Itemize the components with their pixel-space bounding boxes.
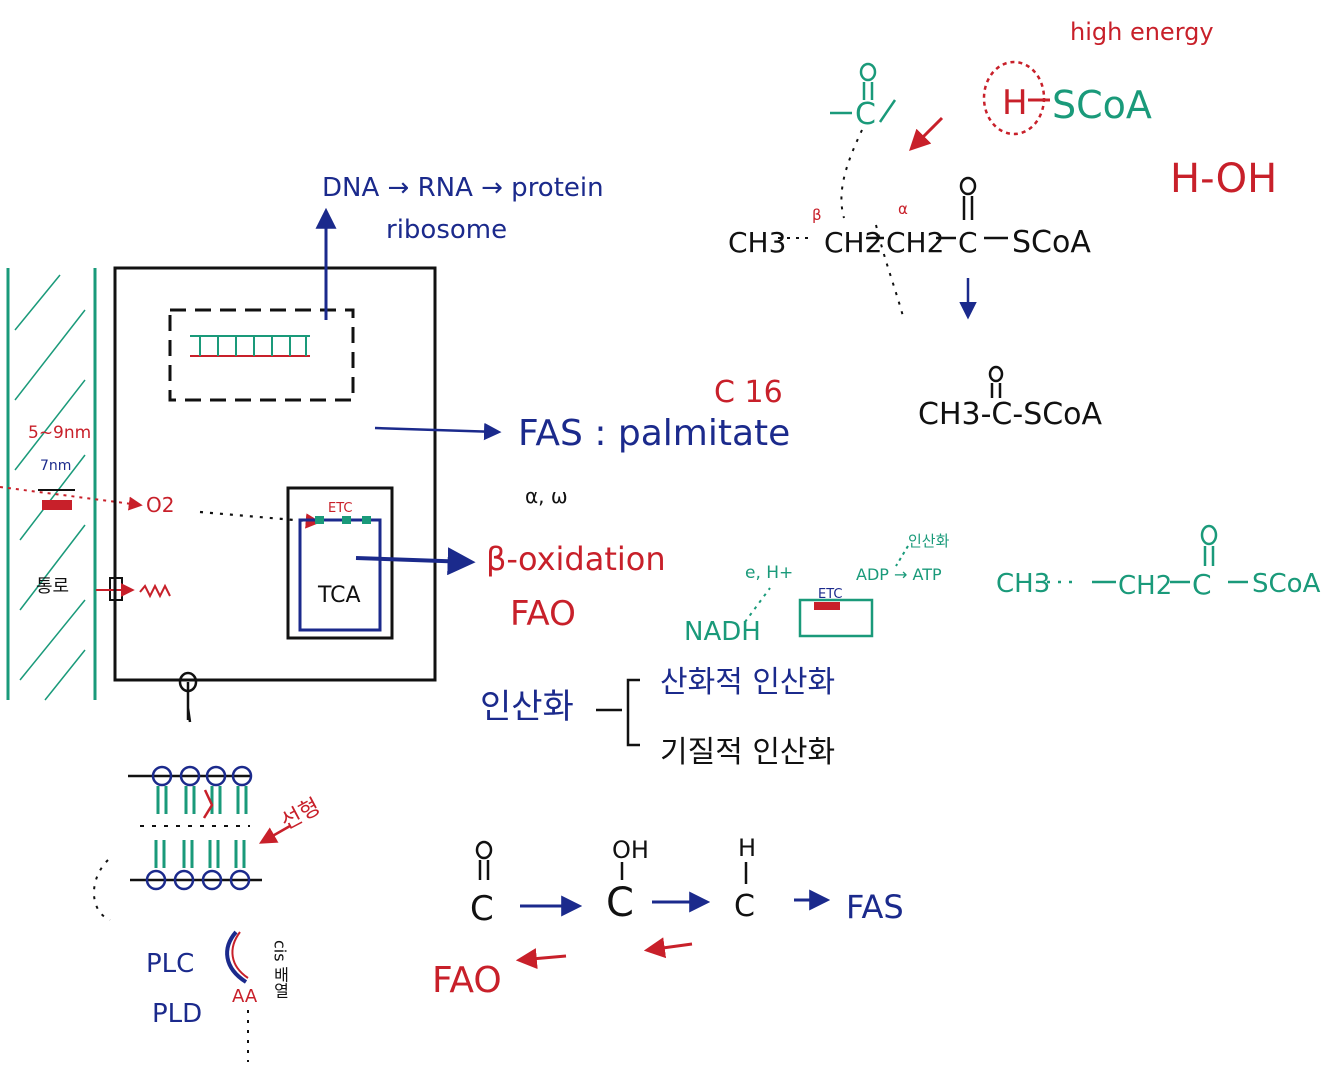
cycle-c1: C bbox=[470, 889, 494, 929]
chain-beta: β bbox=[812, 206, 822, 224]
chain-cleave-dotted bbox=[875, 224, 905, 321]
membrane-dim-1: 5~9nm bbox=[28, 423, 91, 443]
chain-ch3: CH3 bbox=[728, 226, 786, 259]
zigzag bbox=[139, 583, 171, 599]
phos-bracket bbox=[596, 678, 640, 747]
plc-curve-red bbox=[231, 931, 249, 979]
cycle-fao: FAO bbox=[432, 960, 502, 1001]
adp-atp: ADP → ATP bbox=[856, 565, 942, 584]
mito-outer bbox=[286, 486, 394, 640]
cycle-c3: C bbox=[734, 889, 755, 924]
beta-ox-arrow bbox=[355, 547, 476, 576]
acetyl-coa: CH3-C-SCoA bbox=[918, 397, 1103, 432]
chain-ch2-alpha: CH2 bbox=[886, 226, 944, 259]
etc-protein-3 bbox=[362, 516, 371, 524]
chain-c: C bbox=[958, 226, 978, 259]
green-ch2: CH2 bbox=[1118, 571, 1172, 601]
green-o-ring bbox=[1200, 524, 1218, 546]
etc-phos: 인산화 bbox=[908, 532, 950, 550]
cycle-c3-top: H bbox=[738, 834, 756, 862]
frag-red-arrow bbox=[909, 116, 944, 151]
cycle-back-arrow-2 bbox=[515, 948, 567, 970]
plc-label: PLC bbox=[146, 949, 194, 979]
fas-carbon: C 16 bbox=[714, 375, 783, 410]
electrons-label: e, H+ bbox=[745, 563, 793, 583]
h-atom: H bbox=[1002, 83, 1028, 123]
h-oh: H-OH bbox=[1170, 156, 1277, 202]
bilayer bbox=[128, 765, 262, 891]
fas-palmitate: FAS : palmitate bbox=[518, 413, 790, 454]
nadh-label: NADH bbox=[684, 617, 761, 647]
mito-inner bbox=[298, 518, 382, 632]
high-energy: high energy bbox=[1070, 18, 1214, 46]
cycle-c1-o bbox=[475, 840, 493, 860]
plc-curve-blue bbox=[225, 930, 248, 984]
green-c: C bbox=[1192, 568, 1212, 601]
phos-main: 인산화 bbox=[480, 687, 574, 727]
chain-scoa: SCoA bbox=[1012, 225, 1091, 260]
frag-dotted bbox=[840, 129, 863, 219]
mito-tca-label: TCA bbox=[317, 583, 361, 608]
cell-membrane bbox=[6, 268, 97, 701]
etc-box-label: ETC bbox=[818, 587, 842, 602]
beta-oxidation: β-oxidation bbox=[486, 540, 666, 578]
high-energy-circle bbox=[982, 60, 1046, 136]
etc-box-red bbox=[814, 602, 840, 610]
green-ch3: CH3 bbox=[996, 569, 1050, 599]
chain-alpha: α bbox=[898, 200, 908, 218]
cycle-c2: C bbox=[606, 880, 634, 926]
green-scoa: SCoA bbox=[1252, 569, 1321, 599]
dna-strands bbox=[190, 335, 310, 357]
mito-etc-label: ETC bbox=[328, 501, 352, 516]
central-dogma-line2: ribosome bbox=[386, 215, 507, 245]
fas-arrow bbox=[374, 422, 502, 441]
acetyl-o bbox=[988, 365, 1004, 383]
cycle-back-arrow-1 bbox=[643, 937, 693, 959]
cell-stalk bbox=[186, 682, 192, 723]
bilayer-loop bbox=[93, 859, 111, 921]
central-dogma-line1: DNA → RNA → protein bbox=[322, 173, 604, 203]
cycle-fas: FAS bbox=[846, 888, 904, 926]
cis-label: cis 배열 bbox=[271, 940, 290, 999]
nucleus-dashed bbox=[168, 308, 355, 402]
channel-label: 통로 bbox=[36, 576, 69, 597]
etc-phos-dotted bbox=[895, 545, 909, 567]
alpha-omega: α, ω bbox=[525, 484, 568, 508]
scoa-top: SCoA bbox=[1052, 83, 1152, 127]
phos-oxidative: 산화적 인산화 bbox=[660, 665, 835, 700]
o2-label: O2 bbox=[146, 493, 174, 517]
membrane-channel-red bbox=[42, 500, 72, 510]
chain-ch2-beta: CH2 bbox=[824, 226, 882, 259]
chain-o bbox=[959, 176, 977, 196]
aa-label: AA bbox=[232, 986, 258, 1007]
membrane-dim-2: 7nm bbox=[40, 458, 71, 474]
frag-c: C bbox=[855, 97, 876, 132]
pld-label: PLD bbox=[152, 999, 202, 1029]
frag-slash bbox=[878, 99, 897, 123]
cycle-c2-top: OH bbox=[612, 836, 649, 864]
cell-box bbox=[113, 266, 437, 682]
etc-green-box bbox=[798, 598, 874, 638]
fao-label: FAO bbox=[510, 594, 576, 634]
etc-protein-1 bbox=[315, 516, 324, 524]
frag-o bbox=[859, 62, 877, 82]
stalk-ring bbox=[178, 671, 198, 693]
etc-protein-2 bbox=[342, 516, 351, 524]
phos-substrate: 기질적 인산화 bbox=[660, 735, 835, 770]
linear-arrow bbox=[258, 824, 291, 844]
